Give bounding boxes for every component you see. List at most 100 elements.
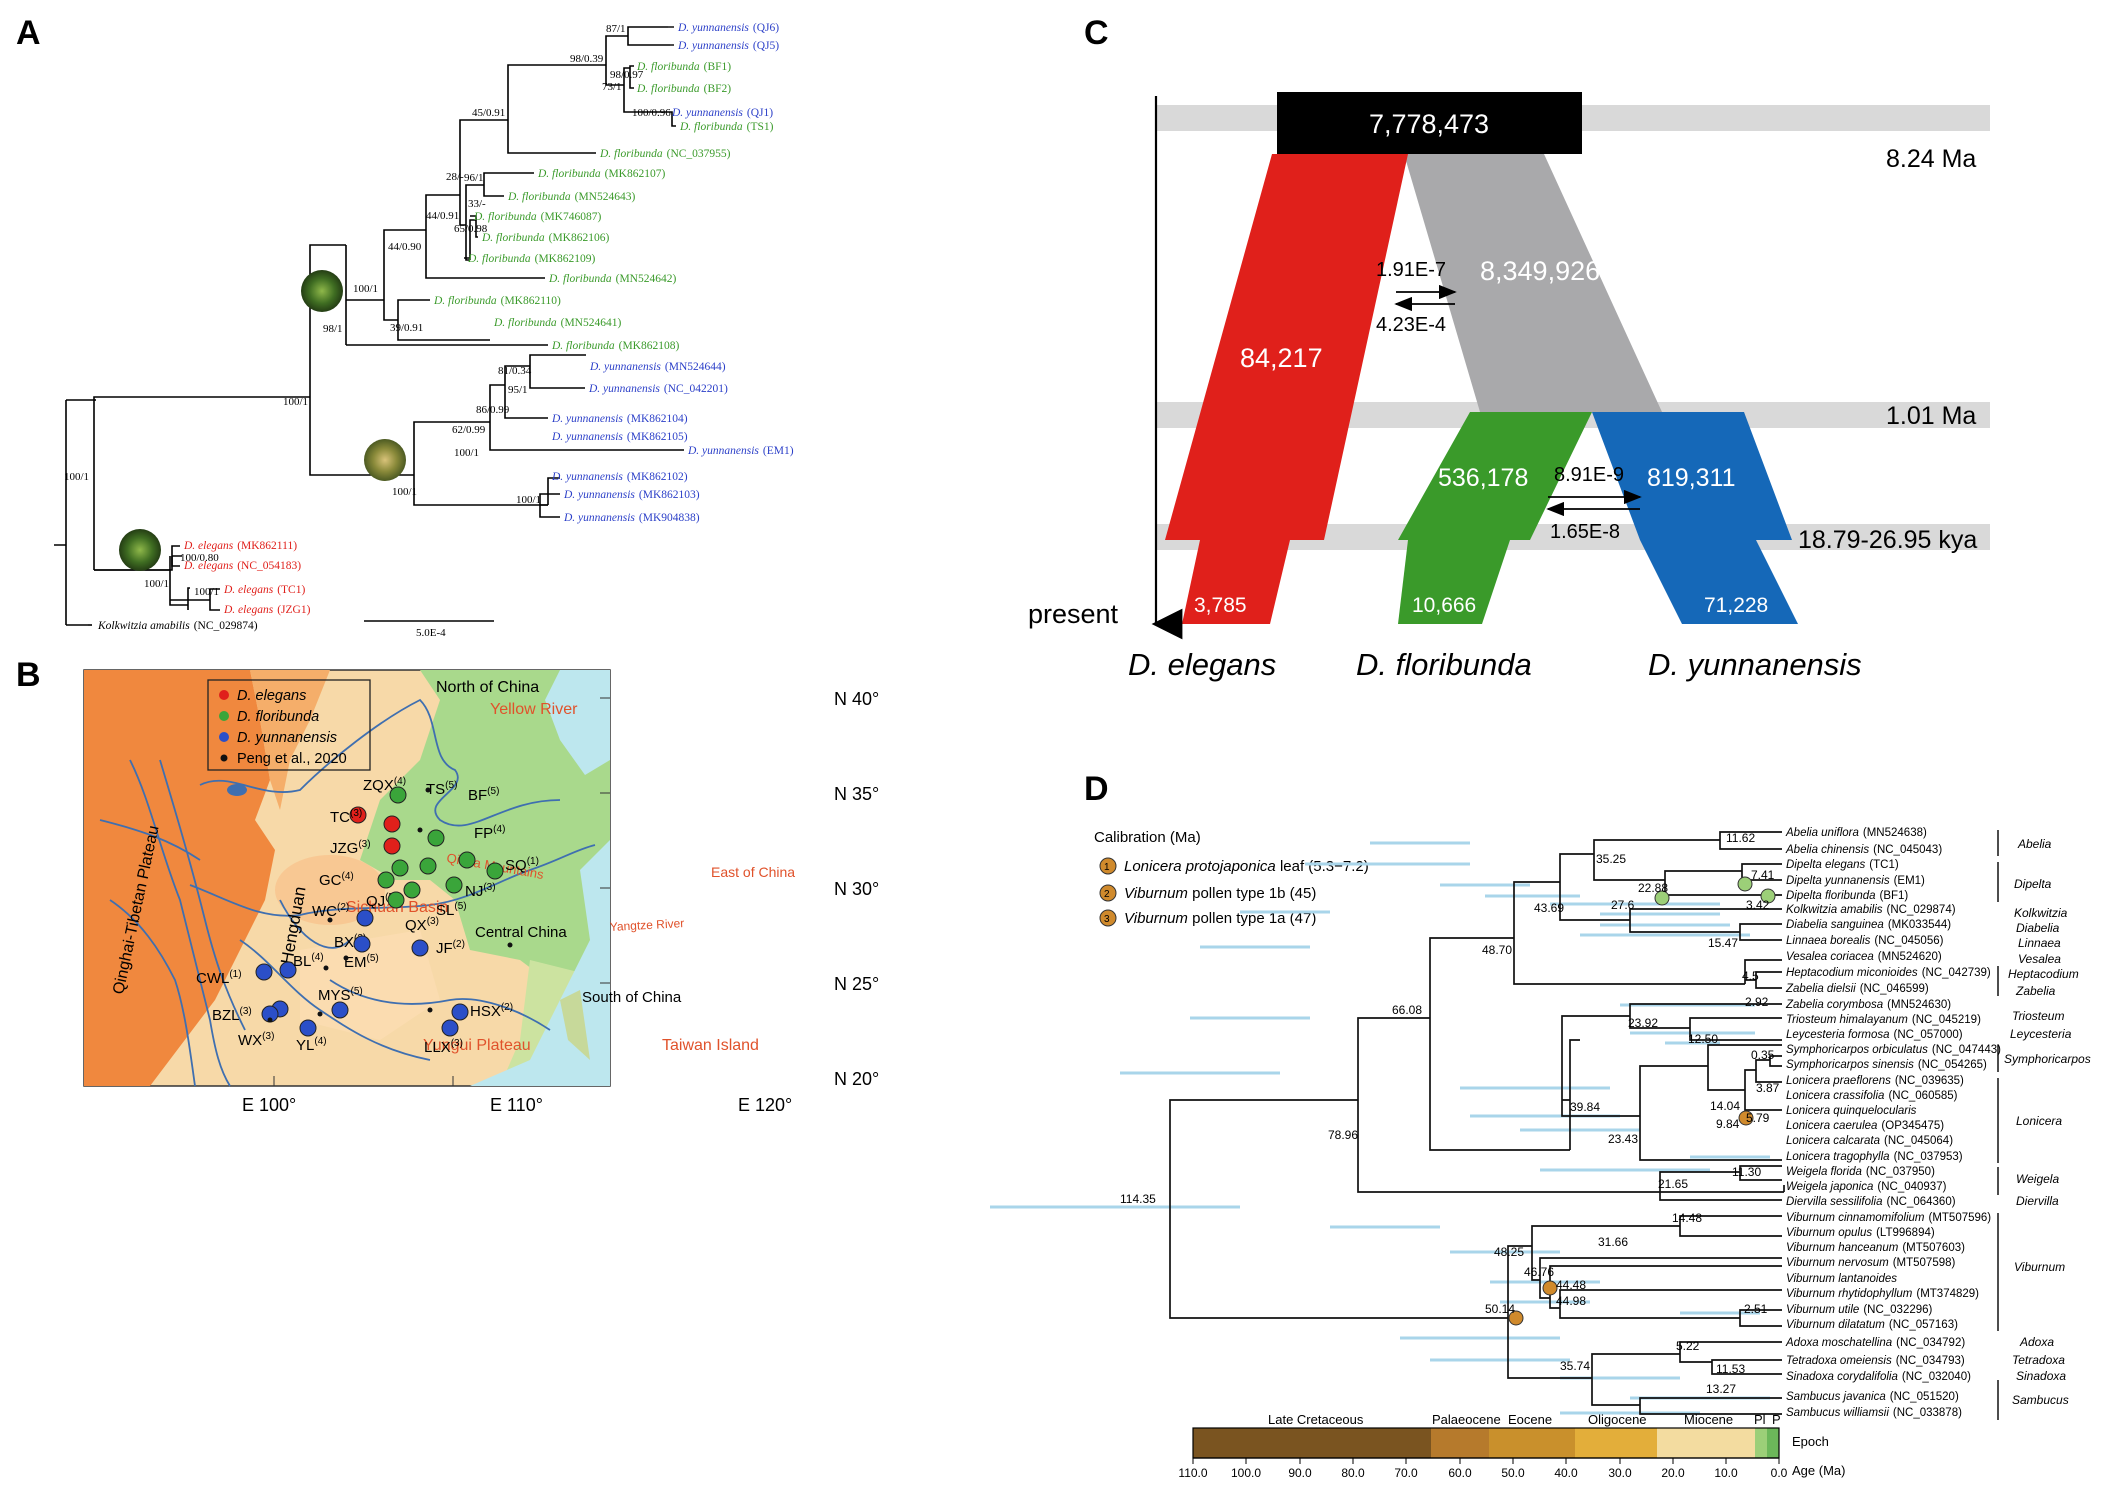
site-marker: [387, 891, 405, 909]
site-label: LLX(3): [424, 1038, 463, 1056]
tip-label: Dipelta yunnanensis(EM1): [1786, 875, 1925, 887]
genus-label: Adoxa: [2019, 1335, 2054, 1349]
lon-label: E 120°: [738, 1095, 792, 1115]
site-label: TC(3): [330, 808, 362, 826]
site-marker: [349, 806, 367, 824]
panel-d-genus-labels: Abelia Dipelta Kolkwitzia Diabelia Linna…: [2004, 837, 2091, 1407]
node-age: 66.08: [1392, 1003, 1422, 1017]
site-label: SL(5): [436, 901, 467, 919]
tip-label: Dipelta floribunda(BF1): [1786, 890, 1908, 902]
node-age: 114.35: [1120, 1192, 1156, 1206]
elegans-present-pop: [1182, 540, 1290, 624]
node-age: 2.51: [1744, 1302, 1768, 1316]
epoch-pliocene: [1755, 1428, 1767, 1458]
tip-label: Viburnum nervosum(MT507598): [1786, 1257, 1956, 1269]
region-central-china: Central China: [475, 924, 567, 941]
panel-b-axis-labels: N 40° N 35° N 30° N 25° N 20° E 100° E 1…: [242, 689, 879, 1115]
age-tick: 0.0: [1771, 1466, 1788, 1480]
epoch-axis-title: Epoch: [1792, 1434, 1829, 1449]
tip-label: D. floribunda(MK862108): [551, 340, 679, 352]
site-marker: [331, 1001, 349, 1019]
site-label: BZL(3): [212, 1006, 252, 1024]
dipelta-node: [1737, 876, 1753, 892]
tip-label: Viburnum hanceanum(MT507603): [1786, 1242, 1965, 1254]
legend-label: D. floribunda: [237, 709, 319, 725]
node-age: 22.88: [1638, 881, 1668, 895]
tip-label: Sinadoxa corydalifolia(NC_032040): [1786, 1371, 1971, 1383]
panel-b-sites: ZQX(4)TS(5)BF(5)TC(3)FP(4)JZG(3)SQ(1)GC(…: [196, 776, 539, 1056]
calibration-node-3: [1508, 1310, 1524, 1326]
panel-d-node-ages: 11.62 35.25 7.41 22.88 3.42 27.6 43.69 1…: [1120, 831, 1780, 1396]
tip-label: Zabelia dielsii(NC_046599): [1785, 983, 1929, 995]
tip-label: Diabelia sanguinea(MK033544): [1786, 919, 1951, 931]
tip-label: Symphoricarpos orbiculatus(NC_047443): [1786, 1044, 2001, 1056]
site-marker: [383, 837, 401, 855]
tip-label: Lonicera quinquelocularis: [1786, 1105, 1917, 1117]
age-tick: 60.0: [1448, 1466, 1472, 1480]
epoch-label: Pl: [1754, 1412, 1766, 1427]
support-value: 44/0.91: [426, 210, 459, 222]
dipelta-elegans-photo: [119, 529, 161, 571]
peng-sample-dot: [507, 942, 513, 948]
node-age: 23.43: [1608, 1132, 1638, 1146]
tip-label: Viburnum dilatatum(NC_057163): [1786, 1319, 1958, 1331]
elegans-ancestral-size: 84,217: [1240, 343, 1323, 373]
node-age: 5.22: [1676, 1339, 1700, 1353]
genus-label: Zabelia: [2015, 984, 2056, 998]
site-label: EM(5): [344, 953, 379, 971]
support-value: 100/1: [144, 578, 169, 590]
tip-label: D. yunnanensis(NC_042201): [588, 383, 728, 395]
node-age: 12.50: [1688, 1032, 1718, 1046]
genus-label: Leycesteria: [2010, 1027, 2072, 1041]
legend-dot-yunnanensis: [219, 732, 229, 742]
panel-a-support-values: 87/1 98/0.39 98/0.97 73/1 100/0.96 45/0.…: [64, 23, 671, 598]
support-value: 100/0.80: [180, 552, 219, 564]
support-value: 44/0.90: [388, 241, 422, 253]
site-marker: [445, 876, 463, 894]
support-value: 87/1: [606, 23, 626, 35]
age-tick: 30.0: [1608, 1466, 1632, 1480]
support-value: 100/1: [516, 494, 541, 506]
region-yellow-river: Yellow River: [490, 701, 578, 718]
tip-label: Tetradoxa omeiensis(NC_034793): [1786, 1355, 1965, 1367]
genus-label: Diervilla: [2016, 1194, 2059, 1208]
legend-dot-elegans: [219, 690, 229, 700]
tip-label: Abelia chinensis(NC_045043): [1785, 844, 1942, 856]
age-tick: 70.0: [1394, 1466, 1418, 1480]
site-marker: [255, 963, 273, 981]
tip-label: Kolkwitzia amabilis(NC_029874): [1786, 904, 1956, 916]
node-age: 11.53: [1716, 1362, 1745, 1376]
time-label-2: 1.01 Ma: [1886, 402, 1976, 430]
support-value: 96/1: [464, 172, 484, 184]
support-value: 95/1: [508, 384, 528, 396]
region-yangtze-river: Yangtze River: [609, 916, 684, 934]
floribunda-ancestral-size: 536,178: [1438, 464, 1528, 492]
node-age: 2.92: [1745, 995, 1769, 1009]
migration-rate: 1.91E-7: [1376, 259, 1446, 281]
genus-label: Viburnum: [2014, 1260, 2065, 1274]
node-age: 5.79: [1746, 1111, 1770, 1125]
node-age: 27.6: [1611, 898, 1635, 912]
tip-label: Lonicera caerulea(OP345475): [1786, 1120, 1944, 1132]
site-label: NJ(3): [465, 882, 496, 900]
tip-label: Viburnum rhytidophyllum(MT374829): [1786, 1288, 1979, 1300]
age-tick: 100.0: [1231, 1466, 1261, 1480]
lon-label: E 110°: [490, 1095, 543, 1115]
site-marker: [427, 829, 445, 847]
tip-label: D. yunnanensis(MK904838): [563, 512, 700, 524]
tip-label: Lonicera tragophylla(NC_037953): [1786, 1151, 1963, 1163]
panel-b-label: B: [16, 656, 41, 694]
site-label: TS(5): [426, 780, 457, 798]
site-marker: [299, 1019, 317, 1037]
tip-label: D. floribunda(MK862107): [537, 168, 665, 180]
region-north-china: North of China: [436, 679, 539, 696]
site-label: SQ(1): [505, 856, 539, 874]
peng-sample-dot: [317, 1011, 323, 1017]
tip-label: D. yunnanensis(MK862103): [563, 489, 700, 501]
site-label: CWL(1): [196, 969, 242, 987]
yunnanensis-ancestral-size: 819,311: [1647, 464, 1736, 492]
tip-label: D. yunnanensis(MK862104): [551, 413, 688, 425]
tip-label: Zabelia corymbosa(MN524630): [1785, 999, 1951, 1011]
node-age: 21.65: [1658, 1177, 1688, 1191]
support-value: 100/0.96: [632, 107, 671, 119]
